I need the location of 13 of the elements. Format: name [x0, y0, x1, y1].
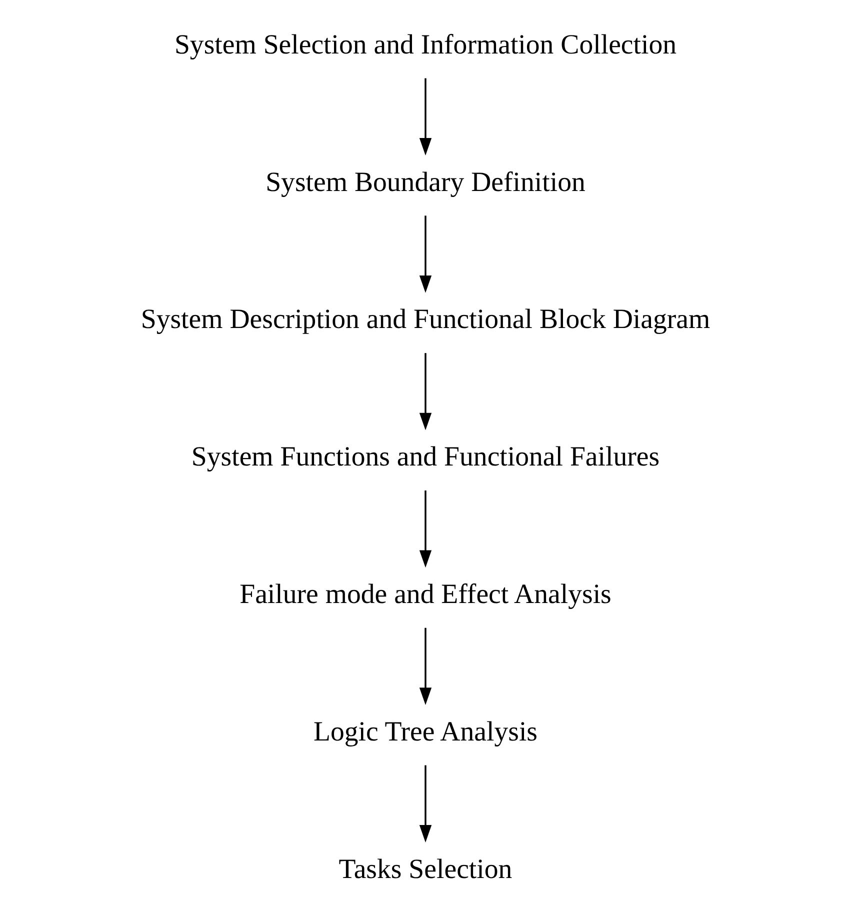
node-text: System Boundary Definition	[265, 166, 585, 198]
node-text: Tasks Selection	[338, 854, 512, 885]
arrow	[418, 628, 432, 706]
arrow	[418, 353, 432, 430]
node-text: Logic Tree Analysis	[312, 716, 538, 748]
arrow	[418, 765, 432, 842]
arrow	[418, 490, 432, 568]
node-text: Failure mode and Effect Analysis	[239, 579, 611, 610]
arrow	[418, 78, 432, 156]
node-text: System Functions and Functional Failures	[190, 442, 660, 473]
arrow	[418, 216, 432, 293]
node-text: System Description and Functional Block Diagram	[140, 304, 710, 336]
node-text: System Selection and Information Collection	[174, 29, 676, 60]
